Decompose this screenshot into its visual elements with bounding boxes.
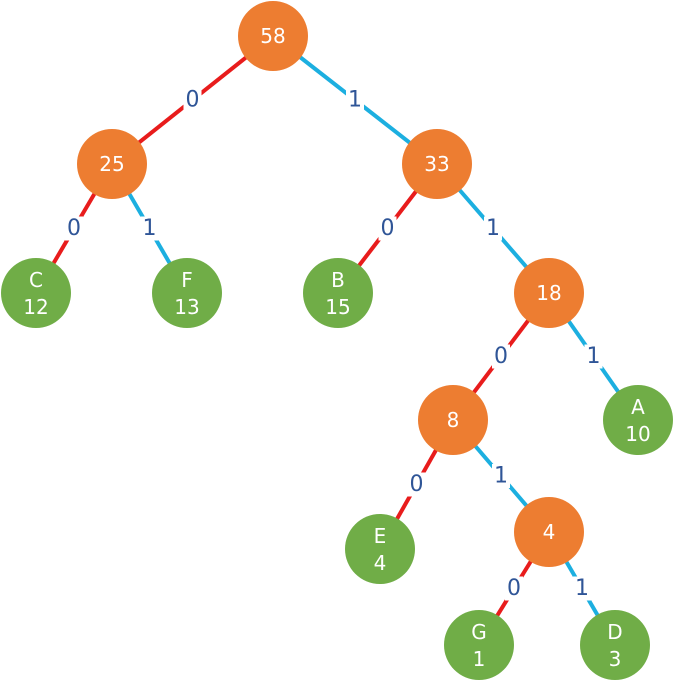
edge-label-bg [183, 88, 202, 112]
leaf-node-nB: B 15 [303, 258, 373, 328]
internal-node-n4: 4 [514, 497, 584, 567]
edge-label-bg [140, 216, 159, 241]
edge-bit-label: 0 [494, 344, 508, 369]
edge-label-bg [505, 576, 523, 601]
internal-node-n8: 8 [418, 385, 488, 455]
edge-label-bg [346, 88, 364, 112]
edge-bit-label: 0 [186, 88, 200, 113]
node-weight: 58 [260, 24, 285, 48]
node-circle [514, 258, 584, 328]
node-weight: 8 [447, 408, 460, 432]
edge-label-bg [573, 576, 591, 601]
edge-bit-label: 1 [486, 216, 500, 241]
node-circle [402, 129, 472, 199]
edge-bit-label: 1 [143, 216, 157, 241]
edge-bit-label: 1 [575, 576, 589, 601]
leaf-node-nD: D3 [580, 610, 650, 680]
node-weight: 33 [424, 152, 449, 176]
node-circle [418, 385, 488, 455]
edge-bit-label: 1 [587, 344, 601, 369]
leaf-symbol: C [29, 268, 43, 292]
leaf-symbol: B [331, 268, 345, 292]
leaf-weight: 4 [374, 551, 387, 575]
edge-label-bg [584, 344, 603, 369]
edge-label-bg [407, 472, 426, 497]
node-circle [1, 258, 71, 328]
leaf-symbol: E [374, 524, 387, 548]
edge-bit-label: 0 [67, 216, 81, 241]
node-weight: 4 [543, 520, 556, 544]
node-circle [77, 129, 147, 199]
node-circle [303, 258, 373, 328]
edge-label-bg [492, 344, 510, 369]
leaf-symbol: D [607, 620, 622, 644]
leaf-weight: 3 [609, 647, 622, 671]
edge-bit-label: 0 [507, 576, 521, 601]
node-circle [238, 1, 308, 71]
leaf-node-nG: G1 [444, 610, 514, 680]
leaf-node-nF: F 13 [152, 258, 222, 328]
leaf-weight: 10 [625, 422, 650, 446]
leaf-symbol: F [181, 268, 193, 292]
leaf-symbol: A [631, 395, 645, 419]
edge-label-bg [65, 216, 83, 241]
edge-bit-label: 0 [410, 472, 424, 497]
leaf-node-nA: A 10 [603, 385, 673, 455]
leaf-weight: 12 [23, 295, 48, 319]
leaf-weight: 13 [174, 295, 199, 319]
edge-bit-label: 1 [494, 464, 508, 489]
node-circle [514, 497, 584, 567]
node-circle [345, 514, 415, 584]
leaf-node-nC: C 12 [1, 258, 71, 328]
node-circle [603, 385, 673, 455]
leaf-weight: 1 [473, 647, 486, 671]
internal-node-n18: 18 [514, 258, 584, 328]
internal-node-n58: 58 [238, 1, 308, 71]
edge-label-bg [484, 216, 502, 241]
leaf-weight: 15 [325, 295, 350, 319]
node-circle [152, 258, 222, 328]
edge-label-bg [492, 464, 510, 488]
leaf-symbol: G [471, 620, 487, 644]
node-weight: 18 [536, 281, 561, 305]
node-circle [444, 610, 514, 680]
edge-bit-label: 0 [381, 216, 395, 241]
node-circle [580, 610, 650, 680]
edge-bit-label: 1 [348, 88, 362, 113]
node-weight: 25 [99, 152, 124, 176]
internal-node-n25: 25 [77, 129, 147, 199]
edge-label-bg [378, 216, 397, 241]
leaf-node-nE: E4 [345, 514, 415, 584]
internal-node-n33: 33 [402, 129, 472, 199]
